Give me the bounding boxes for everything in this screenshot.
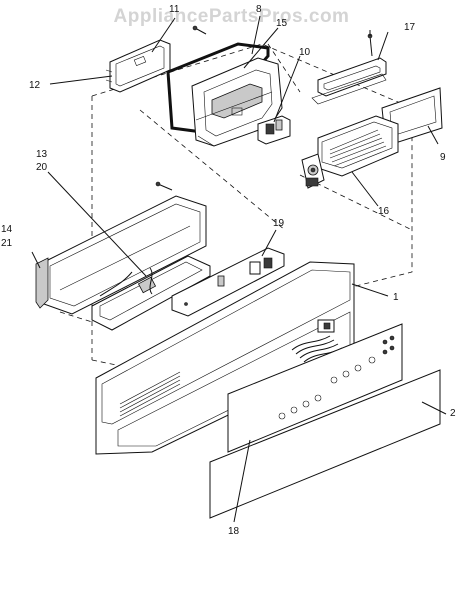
screw-left (155, 181, 173, 191)
console-wire-bundle (291, 335, 343, 363)
callout-11: 11 (169, 4, 180, 15)
callout-19: 19 (273, 218, 285, 229)
part-16-vent-assembly[interactable] (301, 115, 399, 189)
screw-top-right (367, 33, 373, 57)
part-18-keypad[interactable] (227, 323, 403, 453)
part-17-bracket[interactable] (311, 57, 387, 105)
callout-21: 21 (1, 238, 13, 249)
callout-2: 2 (450, 408, 456, 419)
callout-18: 18 (228, 526, 240, 537)
callout-labels: 1 2 8 9 10 11 12 13 20 14 21 15 16 17 18… (1, 4, 456, 537)
callout-13: 13 (36, 149, 48, 160)
callout-14: 14 (1, 224, 13, 235)
callout-15: 15 (276, 18, 288, 29)
leader-lines (31, 15, 447, 523)
keypad-buttons (278, 335, 395, 420)
part-14-control-box[interactable] (35, 195, 207, 315)
callout-10: 10 (299, 47, 311, 58)
part-13-circuit-board[interactable] (91, 255, 211, 331)
part-19-switch-plate[interactable] (171, 247, 285, 317)
callout-20: 20 (36, 162, 48, 173)
part-2-overlay[interactable] (209, 369, 441, 519)
callout-1: 1 (393, 292, 399, 303)
vent-fins (329, 129, 387, 167)
callout-8: 8 (256, 4, 262, 15)
callout-17: 17 (404, 22, 416, 33)
part-11-cover[interactable] (105, 39, 171, 93)
console-vent-slots (119, 371, 181, 417)
callout-9: 9 (440, 152, 446, 163)
part-8-gasket[interactable] (166, 42, 270, 134)
callout-12: 12 (29, 80, 41, 91)
callout-16: 16 (378, 206, 390, 217)
screw-top-left (192, 25, 207, 35)
part-10-switch[interactable] (257, 115, 291, 145)
